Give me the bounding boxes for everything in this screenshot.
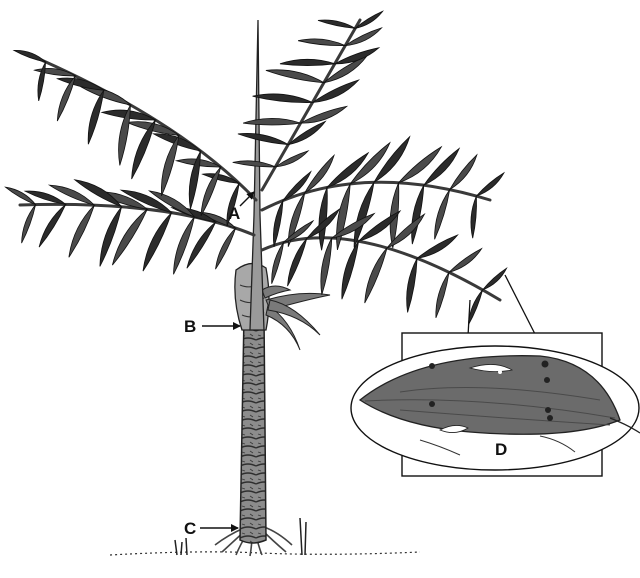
leaflet (238, 133, 288, 144)
leaflet (174, 217, 195, 274)
leaflet (476, 173, 504, 196)
leaflet (365, 248, 387, 303)
leaflet (14, 50, 46, 62)
leaflet (318, 20, 355, 28)
trunk (240, 315, 266, 543)
leaflet (22, 205, 36, 244)
leaflet (272, 242, 284, 283)
leaflet (233, 161, 276, 167)
label-d: D (495, 440, 507, 459)
leaflet (253, 94, 313, 103)
leaflet (288, 238, 307, 286)
callout-b: B (184, 317, 240, 336)
leaflet (243, 118, 301, 125)
leaflet (435, 190, 450, 240)
leaflet (57, 76, 75, 121)
leaflet (417, 235, 458, 258)
leaflet (280, 59, 335, 65)
leaflet (39, 204, 66, 247)
zoom-connector-lines (468, 275, 536, 336)
leaflet (407, 258, 417, 312)
leaflet (412, 185, 424, 244)
leaflet (342, 241, 359, 299)
leaflet (69, 205, 95, 257)
stem (250, 20, 264, 330)
leaflet (471, 196, 477, 238)
arrow-a (240, 192, 254, 206)
leaflet (88, 90, 104, 144)
leaflet (450, 155, 477, 190)
label-c: C (184, 519, 196, 538)
leaflet (273, 201, 283, 247)
label-b: B (184, 317, 196, 336)
leaflet (143, 213, 172, 272)
label-a: A (228, 204, 240, 223)
leaflet (424, 149, 459, 186)
leaflet (468, 290, 482, 325)
leaflet (161, 135, 179, 196)
leaflet (483, 268, 507, 290)
leaflet (6, 187, 36, 204)
leaflet (436, 272, 449, 318)
inset-d: D (351, 333, 640, 476)
leaflet (266, 70, 324, 83)
leaflet (58, 78, 104, 90)
leaflet (298, 39, 345, 46)
leaflet (449, 249, 482, 273)
dried-leaflets (262, 286, 330, 350)
leaflet (216, 228, 236, 269)
leaflet (38, 62, 46, 101)
